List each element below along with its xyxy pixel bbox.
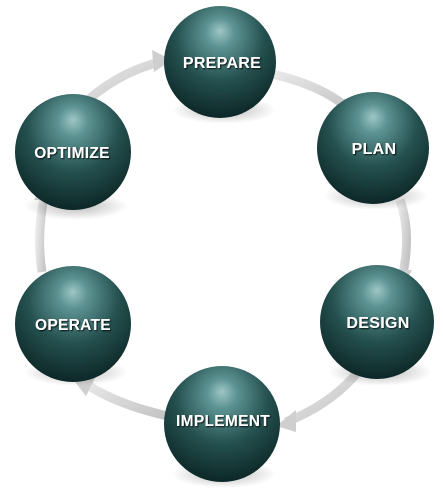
stage-design: DESIGN: [320, 265, 434, 379]
arrow-implement-to-operate: [83, 380, 169, 421]
arrow-plan-to-design: [395, 198, 412, 280]
label-optimize: OPTIMIZE: [34, 145, 110, 162]
arrowhead-implement: [276, 410, 296, 432]
sphere-operate: [15, 266, 131, 382]
sphere-prepare: [164, 6, 276, 118]
sphere-plan: [317, 92, 429, 204]
stage-plan: PLAN: [317, 92, 429, 204]
arrow-optimize-to-prepare: [85, 57, 162, 104]
label-operate: OPERATE: [35, 317, 111, 334]
label-plan: PLAN: [352, 141, 397, 158]
stage-prepare: PREPARE: [164, 6, 276, 118]
label-implement: IMPLEMENT: [176, 413, 270, 430]
label-prepare: PREPARE: [183, 55, 261, 72]
sphere-design: [320, 265, 434, 379]
stage-implement: IMPLEMENT: [164, 366, 280, 482]
sphere-implement: [164, 366, 280, 482]
label-design: DESIGN: [346, 315, 409, 332]
sphere-optimize: [15, 94, 131, 210]
arrowhead-prepare: [152, 50, 172, 72]
stage-operate: OPERATE: [15, 266, 131, 382]
stage-optimize: OPTIMIZE: [15, 94, 131, 210]
